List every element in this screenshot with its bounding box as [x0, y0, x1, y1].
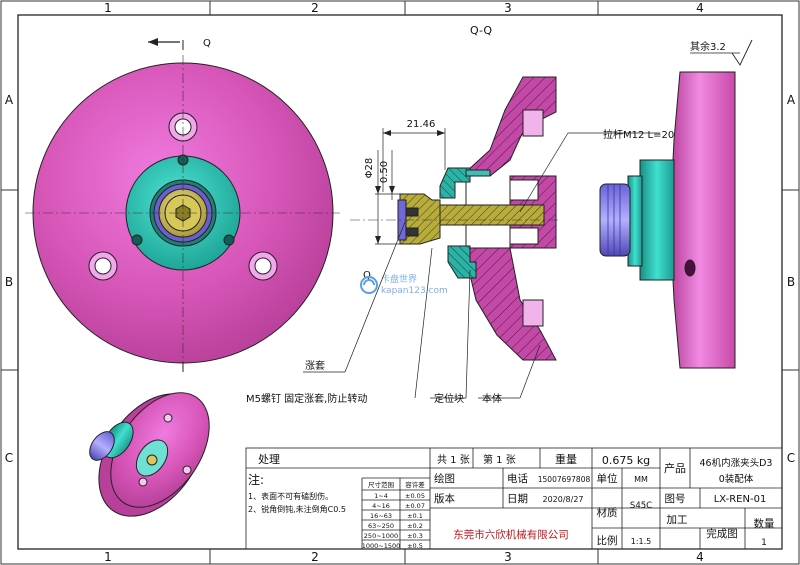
notes-title: 注:	[248, 472, 264, 487]
dimension-offset-value: 0.50	[379, 161, 390, 183]
callout-screw: M5螺钉 固定涨套,防止转动	[246, 392, 367, 405]
unit-value: MM	[634, 475, 648, 484]
process-label: 处理	[258, 453, 280, 466]
date-label: 日期	[507, 493, 528, 505]
column-label: 4	[696, 1, 704, 15]
scale-label: 比例	[597, 534, 618, 547]
column-label: 4	[696, 550, 704, 564]
watermark-brand: 卡盘世界	[381, 273, 417, 285]
row-label: B	[5, 275, 13, 289]
material-label: 材质	[597, 506, 618, 519]
product-name-line1: 46机内涨夹头D3	[700, 457, 773, 469]
tolerance-value: ±0.2	[407, 522, 423, 530]
bolt-hole	[88, 251, 118, 281]
row-label: A	[5, 93, 14, 107]
date-value: 2020/8/27	[542, 495, 583, 504]
column-label: 3	[504, 550, 512, 564]
callout-sleeve: 涨套	[305, 359, 325, 372]
tolerance-value: ±0.1	[407, 512, 423, 520]
watermark-site: kapan123.com	[381, 286, 448, 296]
column-label: 2	[311, 1, 319, 15]
dimension-diameter	[375, 150, 400, 245]
tolerance-table: 尺寸范围 容许差 1~4 ±0.05 4~16 ±0.07 16~63 ±0.1…	[362, 480, 426, 550]
side-view	[599, 71, 736, 369]
weight-value: 0.675 kg	[602, 454, 650, 467]
row-label: C	[5, 451, 13, 465]
row-label: A	[787, 93, 796, 107]
finished-label: 完成图	[706, 527, 738, 540]
section-view	[350, 76, 560, 361]
dimension-diameter-value: Φ28	[364, 158, 375, 179]
drawing-number-label: 图号	[665, 493, 686, 505]
front-view	[25, 38, 340, 372]
tolerance-range: 1000~1500	[362, 542, 401, 550]
tolerance-value: ±0.05	[405, 492, 425, 500]
bolt-hole	[248, 251, 278, 281]
tolerance-range: 16~63	[370, 512, 392, 520]
tolerance-range: 250~1000	[364, 532, 398, 540]
sheet-number: 第 1 张	[483, 453, 516, 466]
callout-leaders	[303, 132, 660, 399]
quantity-label: 数量	[754, 517, 775, 530]
title-block: 处理 共 1 张 第 1 张 重量 0.675 kg 产品 46机内涨夹头D3 …	[258, 452, 775, 548]
row-label: C	[787, 451, 795, 465]
phone-label: 电话	[507, 472, 528, 485]
isometric-view	[89, 392, 210, 517]
callout-pull-rod: 拉杆M12 L=20	[603, 128, 674, 141]
title-block-grid	[245, 447, 783, 550]
dimension-width-value: 21.46	[407, 119, 436, 130]
callout-locator: 定位块	[434, 392, 464, 405]
drawing-number-value: LX-REN-01	[714, 494, 767, 505]
weight-label: 重量	[555, 452, 577, 466]
section-mark: Q	[363, 270, 371, 281]
column-label: 2	[311, 550, 319, 564]
note-item: 1、表面不可有磕刮伤。	[248, 491, 333, 501]
row-label: B	[787, 275, 795, 289]
tolerance-value: ±0.3	[407, 532, 423, 540]
frame-column-labels: 1 2 3 4 1 2 3 4	[104, 1, 704, 564]
column-label: 1	[104, 1, 112, 15]
phone-value: 15007697808	[538, 475, 591, 484]
version-label: 版本	[434, 492, 455, 505]
tolerance-range: 63~250	[368, 522, 394, 530]
product-label: 产品	[664, 461, 686, 475]
column-label: 3	[504, 1, 512, 15]
frame-row-labels: A B C A B C	[5, 93, 796, 465]
dimension-width	[382, 128, 446, 192]
watermark	[360, 276, 378, 294]
processing-label: 加工	[667, 514, 688, 526]
surface-finish-symbol	[690, 39, 753, 66]
surface-finish-text: 其余3.2	[690, 40, 726, 53]
callout-body: 本体	[482, 392, 502, 405]
tolerance-value: ±0.5	[407, 542, 423, 550]
tolerance-range: 4~16	[372, 502, 390, 510]
section-title: Q-Q	[470, 24, 492, 37]
tolerance-header: 容许差	[405, 480, 425, 489]
note-item: 2、锐角倒钝,未注倒角C0.5	[248, 504, 346, 514]
drawing-label: 绘图	[434, 472, 455, 485]
product-name-line2: 0装配体	[719, 473, 754, 485]
column-label: 1	[104, 550, 112, 564]
tolerance-value: ±0.07	[405, 502, 425, 510]
quantity-value: 1	[761, 538, 767, 548]
total-sheets: 共 1 张	[437, 454, 470, 466]
company-name: 东莞市六欣机械有限公司	[453, 528, 569, 541]
material-value: S45C	[630, 501, 652, 511]
tolerance-header: 尺寸范围	[368, 480, 394, 489]
tolerance-range: 1~4	[374, 492, 388, 500]
unit-label: 单位	[597, 472, 618, 485]
scale-value: 1:1.5	[631, 537, 652, 546]
section-mark: Q	[203, 38, 211, 49]
